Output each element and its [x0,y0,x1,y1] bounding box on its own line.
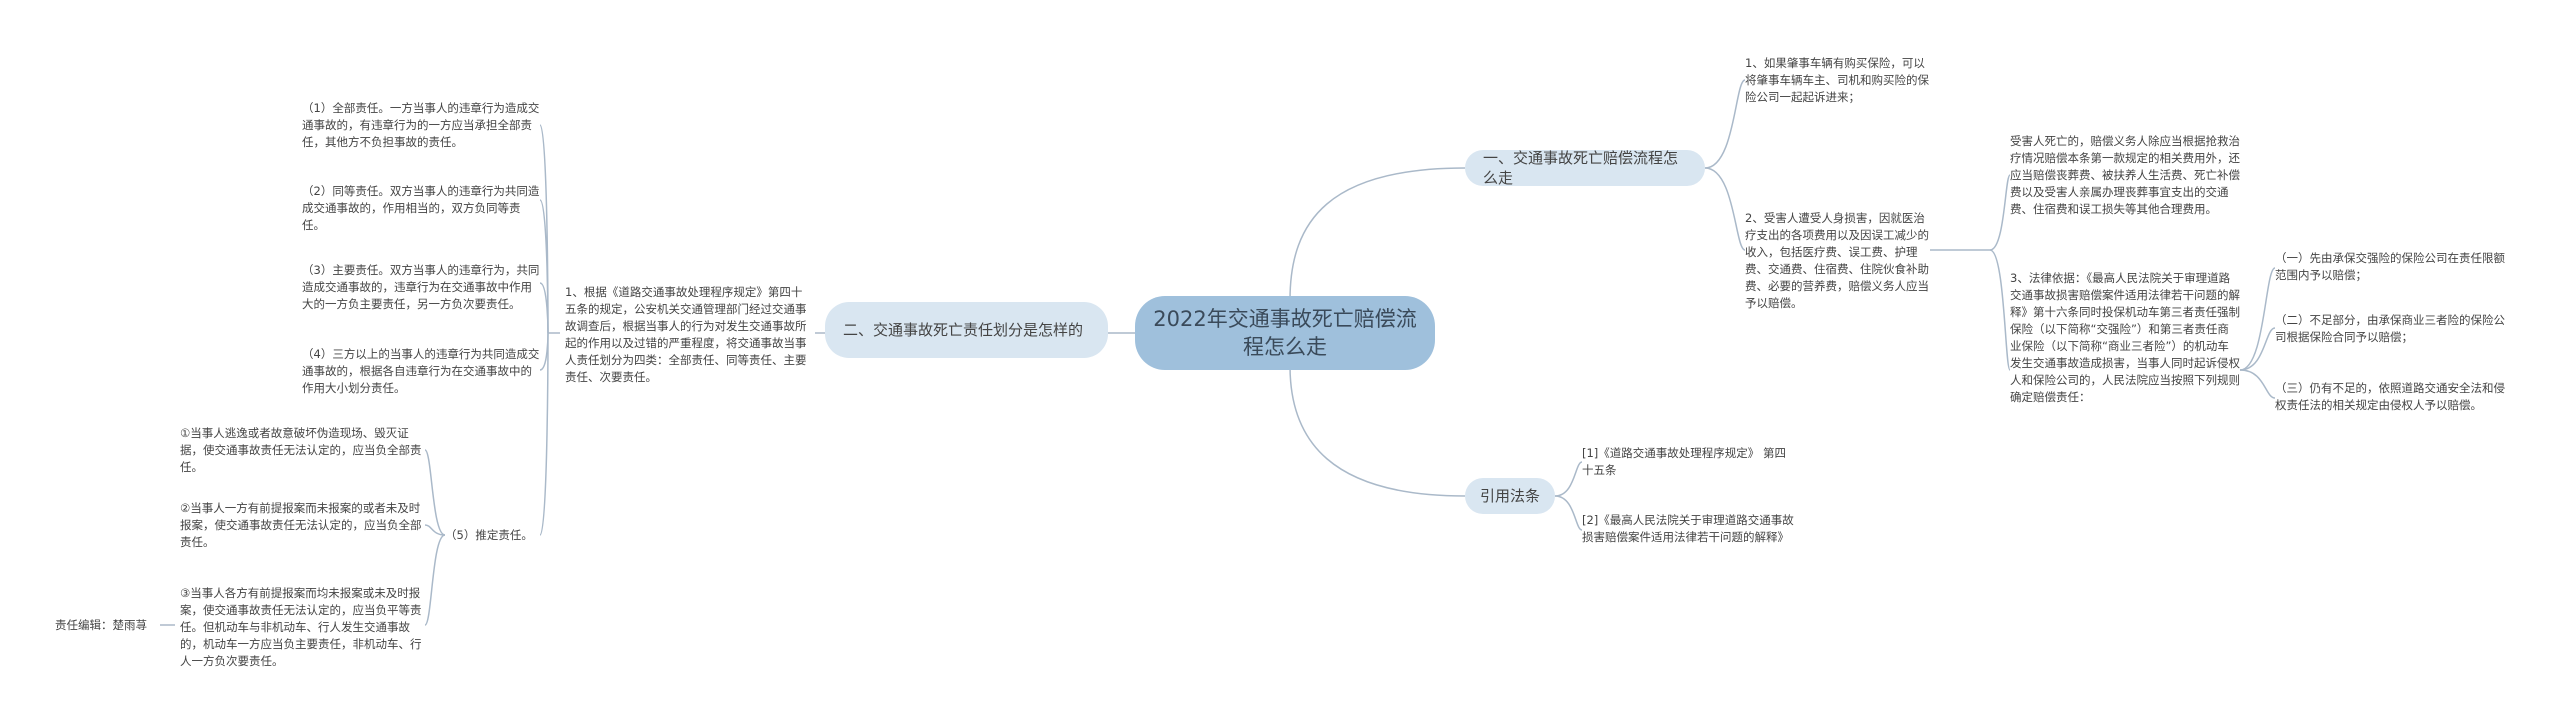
liability-item-2: （2）同等责任。双方当事人的违章行为共同造成交通事故的，作用相当的，双方负同等责… [302,184,540,232]
root-title: 2022年交通事故死亡赔偿流程怎么走 [1153,307,1417,359]
law-item-1: [1]《道路交通事故处理程序规定》 第四十五条 [1582,446,1786,477]
law-item-2: [2]《最高人民法院关于审理道路交通事故损害赔偿案件适用法律若干问题的解释》 [1582,513,1794,544]
liability-intro: 1、根据《道路交通事故处理程序规定》第四十五条的规定，公安机关交通管理部门经过交… [565,285,807,384]
process-sub-item-3: （三）仍有不足的，依照道路交通安全法和侵权责任法的相关规定由侵权人予以赔偿。 [2275,381,2505,412]
branch-law[interactable]: 引用法条 [1465,478,1555,514]
root-node[interactable]: 2022年交通事故死亡赔偿流程怎么走 [1135,296,1435,370]
presumed-item-3: ③当事人各方有前提报案而均未报案或未及时报案，使交通事故责任无法认定的，应当负平… [180,586,422,668]
process-sub-item-2: （二）不足部分，由承保商业三者险的保险公司根据保险合同予以赔偿； [2275,313,2505,344]
liability-item-4: （4）三方以上的当事人的违章行为共同造成交通事故的，根据各自违章行为在交通事故中… [302,347,540,395]
branch-process[interactable]: 一、交通事故死亡赔偿流程怎么走 [1465,149,1705,187]
editor-credit: 责任编辑：楚雨荨 [55,618,147,632]
branch-process-label: 一、交通事故死亡赔偿流程怎么走 [1483,149,1679,187]
process-item-2: 2、受害人遭受人身损害，因就医治疗支出的各项费用以及因误工减少的收入，包括医疗费… [1745,211,1929,310]
liability-item-5: （5）推定责任。 [445,528,533,542]
presumed-item-1: ①当事人逃逸或者故意破坏伪造现场、毁灭证据，使交通事故责任无法认定的，应当负全部… [180,426,422,474]
process-item-1: 1、如果肇事车辆有购买保险，可以将肇事车辆车主、司机和购买险的保险公司一起起诉进… [1745,56,1929,104]
process-item-2-note: 受害人死亡的，赔偿义务人除应当根据抢救治疗情况赔偿本条第一款规定的相关费用外，还… [2010,134,2240,216]
branch-liability-label: 二、交通事故死亡责任划分是怎样的 [843,321,1084,339]
branch-liability[interactable]: 二、交通事故死亡责任划分是怎样的 [825,302,1108,358]
liability-item-3: （3）主要责任。双方当事人的违章行为，共同造成交通事故的，违章行为在交通事故中作… [302,263,540,311]
liability-item-1: （1）全部责任。一方当事人的违章行为造成交通事故的，有违章行为的一方应当承担全部… [302,101,540,149]
presumed-item-2: ②当事人一方有前提报案而未报案的或者未及时报案，使交通事故责任无法认定的，应当负… [180,501,422,549]
process-sub-item-1: （一）先由承保交强险的保险公司在责任限额范围内予以赔偿； [2275,251,2505,282]
process-item-3: 3、法律依据：《最高人民法院关于审理道路交通事故损害赔偿案件适用法律若干问题的解… [2010,271,2240,404]
branch-law-label: 引用法条 [1479,487,1540,505]
